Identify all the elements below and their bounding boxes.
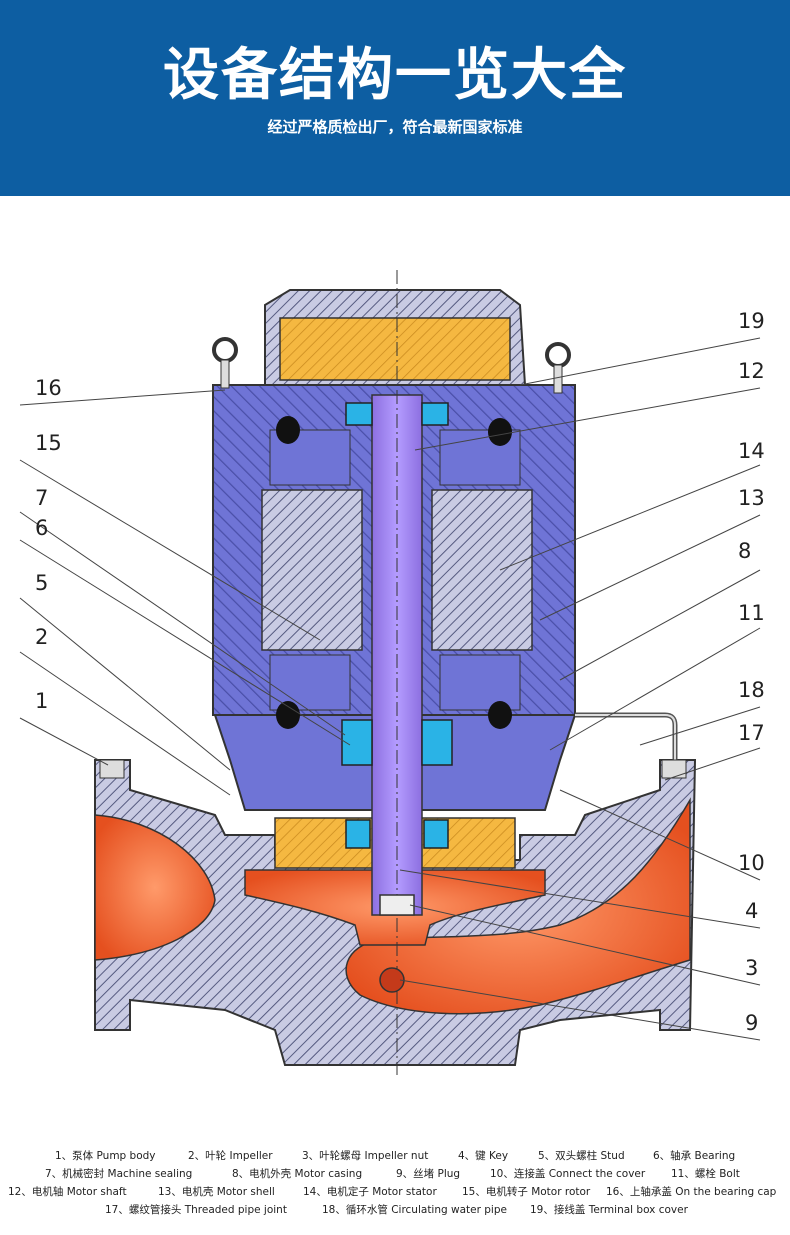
- callout-1: 1: [35, 689, 48, 713]
- circulating-water-pipe-inner: [575, 714, 676, 770]
- impeller-nut: [379, 894, 415, 916]
- motor-stator-right: [431, 489, 533, 651]
- legend-item: 18、循环水管 Circulating water pipe: [322, 1204, 507, 1216]
- legend-item: 6、轴承 Bearing: [653, 1150, 736, 1162]
- bearing-lower-right: [421, 719, 453, 766]
- leader-lines: [19, 337, 761, 1041]
- legend-item: 1、泵体 Pump body: [55, 1150, 156, 1162]
- legend-item: 7、机械密封 Machine sealing: [45, 1168, 193, 1180]
- legend-item: 16、上轴承盖 On the bearing cap: [606, 1186, 777, 1198]
- bearing-upper-left: [345, 402, 373, 426]
- callout-13: 13: [738, 486, 765, 510]
- legend-item: 11、螺栓 Bolt: [671, 1168, 740, 1180]
- legend-item: 4、键 Key: [458, 1150, 509, 1162]
- flange-bolt-left: [99, 759, 125, 779]
- callout-2: 2: [35, 625, 48, 649]
- winding-coil-br: [488, 701, 512, 729]
- winding-bottom-right: [439, 654, 521, 711]
- lifting-eye-right-stem: [553, 364, 563, 394]
- callout-14: 14: [738, 439, 765, 463]
- callout-16: 16: [35, 376, 62, 400]
- callout-4: 4: [745, 899, 758, 923]
- parts-legend: 1、泵体 Pump body 2、叶轮 Impeller 3、叶轮螺母 Impe…: [0, 1148, 790, 1228]
- header-banner: 设备结构一览大全 经过严格质检出厂，符合最新国家标准: [0, 0, 790, 196]
- motor-stator-left: [261, 489, 363, 651]
- terminal-box-inner: [279, 317, 511, 381]
- legend-item: 13、电机壳 Motor shell: [158, 1186, 275, 1198]
- callout-5: 5: [35, 571, 48, 595]
- callout-9: 9: [745, 1011, 758, 1035]
- legend-item: 14、电机定子 Motor stator: [303, 1186, 437, 1198]
- winding-coil-tr: [488, 418, 512, 446]
- bearing-upper-right: [421, 402, 449, 426]
- callout-7: 7: [35, 486, 48, 510]
- plug: [379, 967, 405, 993]
- mechanical-seal-left: [345, 819, 371, 849]
- pump-structure-diagram: 19 12 14 13 8 11 18 17 10 4 3 9 16 15 7 …: [19, 270, 765, 1075]
- winding-bottom-left: [269, 654, 351, 711]
- callout-11: 11: [738, 601, 765, 625]
- callout-17: 17: [738, 721, 765, 745]
- callout-6: 6: [35, 516, 48, 540]
- page-subtitle: 经过严格质检出厂，符合最新国家标准: [267, 118, 523, 136]
- callout-12: 12: [738, 359, 765, 383]
- bearing-lower-left: [341, 719, 373, 766]
- pump-volute-channel: [345, 797, 691, 1015]
- callout-labels: 19 12 14 13 8 11 18 17 10 4 3 9 16 15 7 …: [35, 309, 765, 1035]
- legend-item: 9、丝堵 Plug: [396, 1168, 461, 1180]
- callout-8: 8: [738, 539, 751, 563]
- legend-item: 3、叶轮螺母 Impeller nut: [302, 1150, 429, 1162]
- legend-item: 2、叶轮 Impeller: [188, 1150, 273, 1162]
- mechanical-seal-right: [423, 819, 449, 849]
- page-title: 设备结构一览大全: [163, 43, 627, 108]
- lifting-eye-right: [545, 342, 571, 368]
- callout-18: 18: [738, 678, 765, 702]
- winding-coil-tl: [276, 416, 300, 444]
- lifting-eye-left-stem: [220, 359, 230, 389]
- legend-item: 15、电机转子 Motor rotor: [462, 1186, 591, 1198]
- legend-item: 8、电机外壳 Motor casing: [232, 1168, 363, 1180]
- callout-15: 15: [35, 431, 62, 455]
- winding-coil-bl: [276, 701, 300, 729]
- callout-10: 10: [738, 851, 765, 875]
- pump-inlet-channel: [94, 814, 216, 961]
- legend-item: 12、电机轴 Motor shaft: [8, 1186, 127, 1198]
- legend-item: 10、连接盖 Connect the cover: [490, 1168, 646, 1180]
- lifting-eye-left: [212, 337, 238, 363]
- callout-19: 19: [738, 309, 765, 333]
- legend-item: 5、双头螺柱 Stud: [538, 1150, 625, 1162]
- legend-item: 19、接线盖 Terminal box cover: [530, 1204, 688, 1216]
- callout-3: 3: [745, 956, 758, 980]
- legend-item: 17、螺纹管接头 Threaded pipe joint: [105, 1204, 287, 1216]
- flange-bolt-right: [661, 759, 687, 779]
